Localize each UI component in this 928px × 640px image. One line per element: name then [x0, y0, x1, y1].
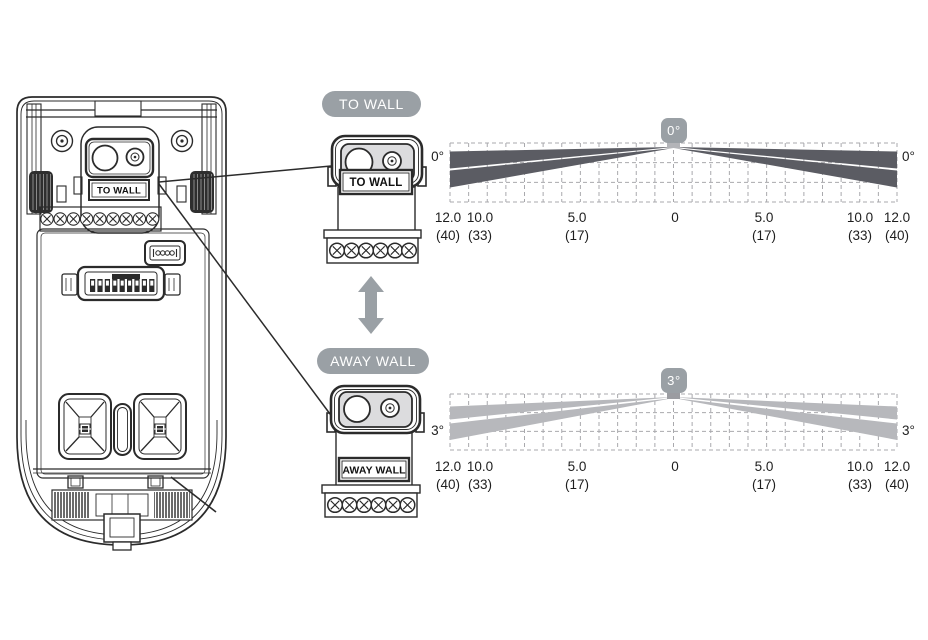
leader-to-wall	[158, 165, 332, 183]
beam-wedge	[673, 148, 897, 188]
beam-wedge	[673, 397, 897, 420]
to-wall-plate-label: TO WALL	[97, 186, 141, 197]
to-wall-badge: TO WALL	[322, 91, 421, 117]
dip-switch-block	[61, 265, 181, 302]
x-tick-ft: (17)	[564, 228, 589, 243]
angle-label-left: 0°	[431, 149, 444, 164]
knurled-wheel-left	[29, 171, 53, 213]
beam-wedge	[673, 398, 897, 440]
x-tick-m: 10.0	[466, 210, 494, 225]
grommet-left	[58, 393, 112, 460]
beam-wedge	[450, 148, 674, 188]
beam-wedge	[673, 147, 897, 169]
bottom-assembly	[33, 468, 211, 551]
x-tick-m: 10.0	[846, 210, 874, 225]
x-tick-m: 5.0	[754, 459, 774, 474]
pir-lens	[91, 144, 119, 172]
x-tick-m: 5.0	[567, 210, 587, 225]
pointer-line-bottom	[170, 476, 217, 513]
x-tick-m: 12.0	[883, 210, 911, 225]
x-tick-ft: (33)	[467, 477, 492, 492]
x-tick-m: 10.0	[466, 459, 494, 474]
angle-label-right: 0°	[902, 149, 915, 164]
x-tick-m: 12.0	[434, 210, 462, 225]
x-tick-ft: (40)	[435, 228, 460, 243]
beam-chart-3deg	[449, 390, 898, 451]
x-tick-m: 12.0	[434, 459, 462, 474]
x-tick-ft: (17)	[564, 477, 589, 492]
unit-lens-large	[343, 395, 371, 423]
beam-chart-0deg	[449, 139, 898, 203]
x-tick-ft: (40)	[884, 228, 909, 243]
plug-connector	[144, 240, 186, 266]
grommet-right	[133, 393, 187, 460]
x-tick-m: 0	[671, 459, 679, 474]
angle-badge-0deg: 0°	[661, 118, 687, 143]
knurled-wheel-right	[190, 171, 214, 213]
detector-back-view: TO WALL	[16, 96, 227, 551]
away-wall-badge: AWAY WALL	[317, 348, 429, 374]
x-tick-m: 12.0	[883, 459, 911, 474]
beam-wedge	[450, 397, 674, 420]
beam-wedge	[450, 398, 674, 440]
angle-badge-3deg: 3°	[661, 368, 687, 393]
leader-lines	[158, 165, 334, 419]
beam-wedge	[450, 147, 674, 169]
to-wall-plate	[88, 179, 150, 201]
away-wall-unit-plate-label: AWAY WALL	[342, 465, 406, 477]
to-wall-unit-plate-label: TO WALL	[350, 177, 403, 189]
case-outline	[16, 96, 227, 546]
mounting-screw-left	[50, 129, 74, 153]
x-tick-ft: (40)	[884, 477, 909, 492]
x-tick-ft: (33)	[467, 228, 492, 243]
mounting-screw-right	[170, 129, 194, 153]
terminal-row	[39, 206, 162, 232]
x-tick-m: 10.0	[846, 459, 874, 474]
x-tick-ft: (33)	[847, 477, 872, 492]
x-tick-ft: (40)	[435, 477, 460, 492]
detector-origin-marker	[667, 139, 680, 148]
wall-tab	[94, 100, 142, 117]
to-wall-unit: TO WALL	[323, 134, 427, 264]
x-tick-m: 5.0	[754, 210, 774, 225]
x-tick-ft: (17)	[751, 477, 776, 492]
to-wall-unit-plate	[338, 168, 414, 196]
x-tick-m: 0	[671, 210, 679, 225]
x-tick-ft: (17)	[751, 228, 776, 243]
away-wall-unit: AWAY WALL	[321, 384, 425, 518]
angle-label-left: 3°	[431, 423, 444, 438]
leader-away-wall	[158, 183, 334, 419]
x-tick-ft: (33)	[847, 228, 872, 243]
away-wall-unit-plate	[337, 456, 411, 483]
detector-origin-marker	[667, 390, 680, 399]
angle-label-right: 3°	[902, 423, 915, 438]
center-slot	[113, 403, 132, 456]
x-tick-m: 5.0	[567, 459, 587, 474]
sensor-module: TO WALL	[73, 126, 167, 234]
swap-arrow	[358, 276, 384, 334]
